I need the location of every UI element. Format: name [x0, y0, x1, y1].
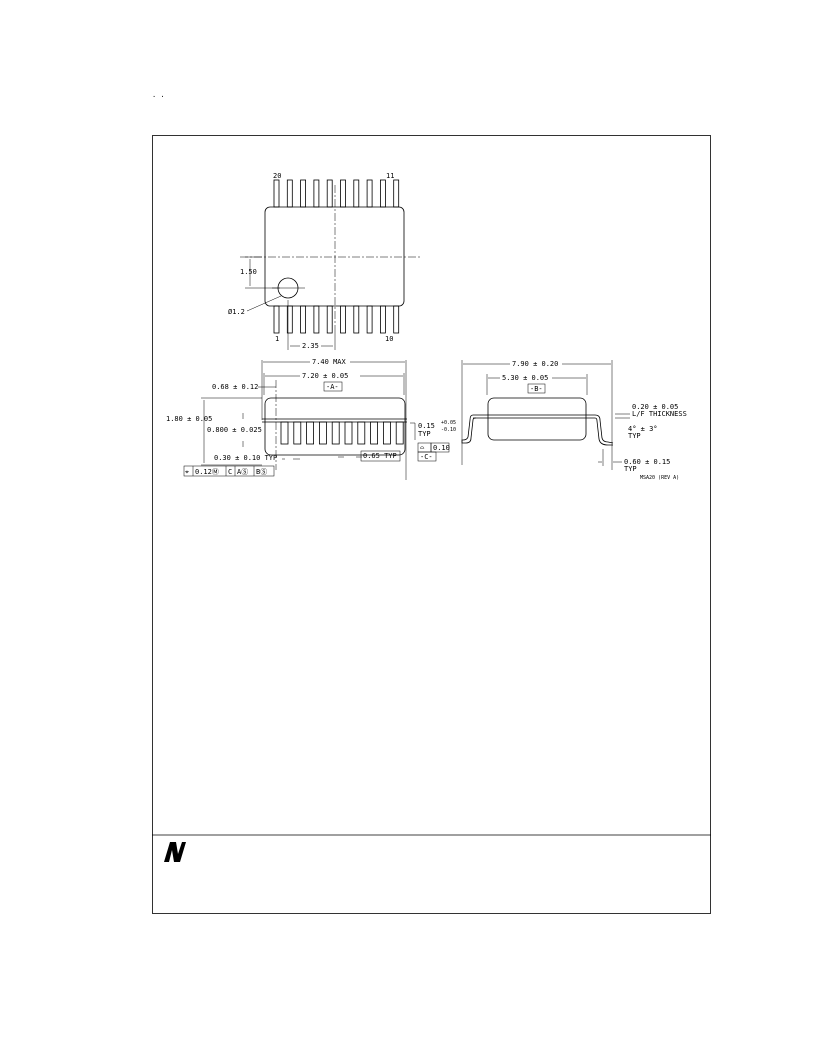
flatness-value: 0.10	[433, 444, 450, 452]
flatness-symbol: ⌓	[420, 444, 425, 452]
pin-bottom	[379, 305, 386, 334]
datum-c: -C-	[420, 453, 433, 461]
lead-side	[357, 421, 366, 445]
national-semiconductor-logo	[164, 842, 186, 862]
angle-dim: 4° ± 3°	[628, 425, 658, 433]
pin-top	[326, 179, 333, 208]
lead-side	[370, 421, 379, 445]
dim-1-80: 1.80 ± 0.05	[166, 415, 212, 423]
drawing-id: MSA20 (REV A)	[640, 475, 679, 481]
pin-bottom	[326, 305, 333, 334]
dim-7-40-max: 7.40 MAX	[312, 358, 347, 366]
pin-label-20: 20	[273, 172, 281, 180]
lead-side	[280, 421, 289, 445]
top-view: 1.50 Ø1.2 2.35 20 11 1 10	[228, 172, 420, 350]
package-body-side	[264, 397, 406, 456]
dim-7-20: 7.20 ± 0.05	[302, 372, 348, 380]
datum-b: -B-	[530, 385, 543, 393]
dim-0-20: 0.20 ± 0.05	[632, 403, 678, 411]
fcf-datum-a: AⓈ	[237, 468, 248, 476]
dim-0-30: 0.30 ± 0.10 TYP	[214, 454, 277, 462]
pin-bottom	[340, 305, 346, 334]
package-body-end	[487, 397, 587, 441]
lead-side	[382, 421, 391, 445]
pin-label-11: 11	[386, 172, 394, 180]
pin-bottom	[393, 305, 400, 334]
pin-bottom	[366, 305, 373, 334]
lead-side	[395, 421, 404, 445]
position-symbol: ⌖	[185, 468, 189, 476]
feature-control-frame: ⌖ 0.12Ⓜ C AⓈ BⓈ	[183, 465, 275, 477]
lead-side	[318, 421, 327, 445]
dim-5-30: 5.30 ± 0.05	[502, 374, 548, 382]
fcf-datum-b: BⓈ	[256, 468, 267, 476]
pin-bottom	[286, 305, 293, 334]
tol-minus: -0.10	[441, 427, 456, 433]
dim-0-60-typ: TYP	[624, 465, 637, 473]
fcf-tolerance: 0.12Ⓜ	[195, 468, 219, 476]
lead-side	[331, 421, 340, 445]
pin-bottom	[300, 305, 307, 334]
dim-diameter: Ø1.2	[228, 308, 245, 316]
pin-top	[273, 179, 280, 208]
end-view: 7.90 ± 0.20 5.30 ± 0.05 -B- 0.20 ± 0.05 …	[461, 360, 687, 481]
pin-top	[286, 179, 293, 208]
dim-0-60: 0.60 ± 0.15	[624, 458, 670, 466]
pin-label-1: 1	[275, 335, 279, 343]
pin-top	[313, 179, 320, 208]
dim-7-90: 7.90 ± 0.20	[512, 360, 558, 368]
drawing-frame	[152, 135, 711, 914]
pin-top	[379, 179, 386, 208]
pin-top	[393, 179, 400, 208]
pin-bottom	[273, 305, 280, 334]
pin-bottom	[353, 305, 360, 334]
lf-thickness: L/F THICKNESS	[632, 410, 687, 418]
dim-0-15: 0.15	[418, 422, 435, 430]
tol-plus: +0.05	[441, 420, 456, 426]
pin-top	[366, 179, 373, 208]
dim-0-65: 0.65 TYP	[363, 452, 397, 460]
dim-0-800: 0.800 ± 0.025	[207, 426, 262, 434]
dim-0-68: 0.68 ± 0.12	[212, 383, 258, 391]
pin-top	[353, 179, 360, 208]
pin-top	[300, 179, 307, 208]
lead-side	[344, 421, 353, 445]
pin-label-10: 10	[385, 335, 393, 343]
lead-side	[306, 421, 315, 445]
typ-label: TYP	[418, 430, 431, 438]
lead-side	[293, 421, 302, 445]
datum-a: -A-	[326, 383, 339, 391]
package-body-top	[264, 206, 405, 307]
pin-top	[340, 179, 346, 208]
header-marks: · ·	[152, 93, 165, 101]
fcf-datum-c: C	[228, 468, 232, 476]
dim-1-50: 1.50	[240, 268, 257, 276]
dim-2-35: 2.35	[302, 342, 319, 350]
side-view: 7.40 MAX 7.20 ± 0.05 -A- 0.68 ± 0.12 1.8…	[166, 358, 456, 480]
pin-bottom	[313, 305, 320, 334]
angle-typ: TYP	[628, 432, 641, 440]
